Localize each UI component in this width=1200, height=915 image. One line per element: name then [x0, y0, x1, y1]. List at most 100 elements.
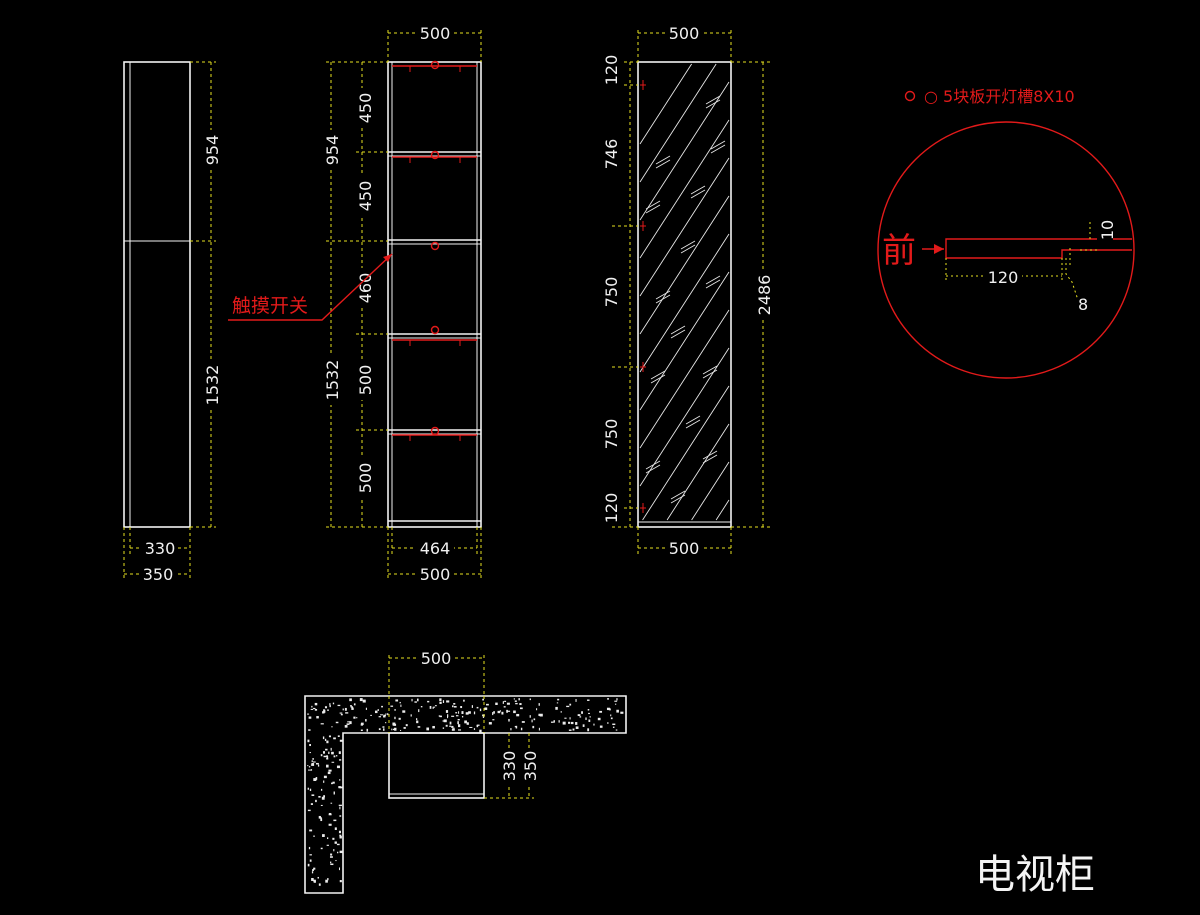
stone-fleck — [570, 721, 574, 725]
stone-fleck — [529, 698, 531, 701]
stone-fleck — [333, 755, 336, 758]
stone-fleck — [332, 781, 335, 784]
stone-fleck — [337, 851, 339, 854]
stone-fleck — [307, 809, 311, 812]
stone-fleck — [493, 711, 495, 714]
stone-fleck — [323, 709, 325, 713]
stone-fleck — [420, 706, 423, 708]
glass-mark — [705, 279, 721, 289]
stone-fleck — [606, 707, 610, 711]
stone-fleck — [323, 795, 325, 798]
stone-fleck — [349, 705, 352, 707]
stone-fleck — [323, 780, 325, 783]
stone-fleck — [476, 724, 480, 726]
door-segment-label: 120 — [602, 493, 621, 524]
stone-fleck — [361, 722, 364, 726]
glass-mark — [650, 370, 666, 380]
hatch-line — [639, 119, 730, 259]
stone-fleck — [479, 729, 482, 733]
stone-fleck — [330, 863, 334, 866]
stone-fleck — [614, 703, 617, 705]
stone-fleck — [333, 819, 337, 822]
stone-fleck — [593, 723, 595, 726]
stone-fleck — [349, 698, 352, 702]
stone-fleck — [315, 777, 318, 780]
stone-fleck — [555, 706, 558, 710]
glass-mark — [670, 325, 686, 335]
front-width-inner-label: 464 — [420, 539, 451, 558]
stone-fleck — [410, 714, 412, 717]
stone-fleck — [451, 715, 455, 717]
stone-fleck — [328, 751, 330, 755]
hatch-line — [666, 423, 730, 521]
glass-mark — [710, 144, 726, 154]
stone-fleck — [473, 711, 476, 715]
side-panel-outline — [123, 61, 191, 528]
stone-fleck — [464, 720, 467, 724]
stone-fleck — [411, 698, 413, 702]
stone-fleck — [333, 791, 335, 795]
stone-fleck — [589, 716, 591, 718]
stone-fleck — [362, 699, 366, 703]
glass-mark — [655, 290, 671, 300]
stone-fleck — [332, 702, 335, 705]
glass-mark — [702, 450, 718, 460]
stone-fleck — [307, 765, 309, 767]
stone-fleck — [309, 829, 313, 832]
touch-switch-label: 触摸开关 — [232, 295, 308, 317]
stone-fleck — [458, 711, 460, 714]
stone-fleck — [484, 707, 488, 710]
stone-fleck — [349, 721, 352, 725]
stone-fleck — [550, 721, 554, 723]
stone-fleck — [311, 877, 314, 881]
stone-fleck — [502, 701, 504, 703]
side-height-bottom-label: 1532 — [203, 365, 222, 406]
stone-fleck — [577, 714, 581, 716]
stone-fleck — [513, 698, 515, 700]
stone-fleck — [311, 705, 313, 708]
glass-mark — [702, 454, 718, 464]
stone-fleck — [339, 786, 343, 789]
stone-fleck — [339, 806, 341, 810]
stone-fleck — [610, 714, 612, 717]
stone-fleck — [320, 818, 323, 822]
stone-fleck — [311, 760, 313, 763]
stone-fleck — [331, 761, 335, 763]
stone-fleck — [582, 724, 585, 727]
stone-fleck — [366, 728, 369, 732]
glass-mark — [670, 329, 686, 339]
stone-fleck — [482, 716, 485, 718]
stone-fleck — [307, 787, 309, 790]
stone-fleck — [308, 766, 311, 768]
stone-fleck — [439, 701, 442, 704]
stone-fleck — [529, 715, 531, 718]
stone-fleck — [336, 755, 338, 757]
stone-fleck — [557, 698, 560, 701]
stone-fleck — [465, 712, 469, 715]
stone-fleck — [335, 721, 339, 724]
glass-mark — [690, 185, 706, 195]
stone-fleck — [553, 720, 555, 723]
stone-fleck — [338, 830, 341, 834]
stone-fleck — [374, 710, 378, 714]
stone-fleck — [515, 725, 518, 729]
stone-fleck — [317, 876, 319, 879]
hatch-line — [639, 309, 730, 449]
stone-fleck — [309, 744, 312, 747]
stone-fleck — [320, 754, 323, 757]
stone-fleck — [333, 737, 336, 740]
stone-fleck — [429, 705, 432, 709]
door-width-top-label: 500 — [669, 24, 700, 43]
stone-fleck — [426, 727, 430, 731]
stone-fleck — [452, 727, 455, 729]
stone-fleck — [508, 718, 510, 722]
stone-fleck — [532, 725, 535, 729]
stone-fleck — [382, 728, 385, 731]
stone-fleck — [442, 700, 445, 703]
stone-fleck — [455, 712, 458, 714]
hatch-line — [639, 81, 730, 221]
stone-fleck — [399, 701, 401, 704]
glass-door — [637, 61, 732, 528]
groove-gap-label: 8 — [1078, 295, 1088, 314]
